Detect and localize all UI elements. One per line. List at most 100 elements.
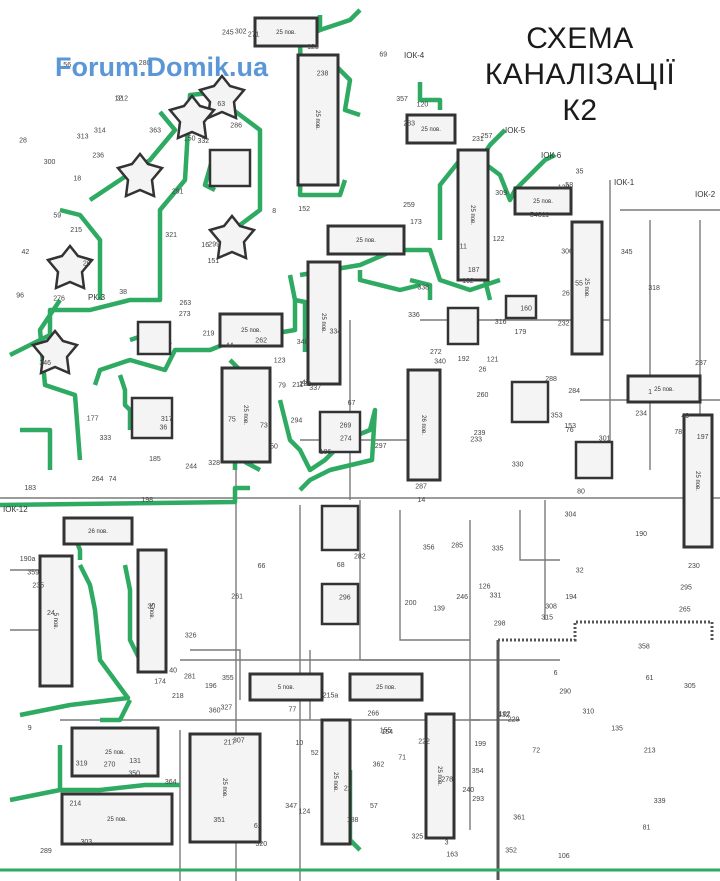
- well-number: 233: [470, 437, 482, 444]
- building-b06: [570, 220, 604, 356]
- well-number: 359: [27, 570, 39, 577]
- well-number: 1: [648, 389, 652, 396]
- well-number: 320: [256, 841, 268, 848]
- well-number: 353: [551, 413, 563, 420]
- well-number: 274: [340, 436, 352, 443]
- well-number: 160: [520, 305, 532, 312]
- well-number: 14: [418, 497, 426, 504]
- building-labels: 25 пов.25 пов.25 пов.25 пов.25 пов.25 по…: [52, 30, 700, 823]
- well-number: 339: [654, 798, 666, 805]
- well-number: 266: [368, 711, 380, 718]
- well-number: 40: [169, 667, 177, 674]
- well-number: 174: [154, 679, 166, 686]
- well-number: 352: [505, 847, 517, 854]
- well-number: 3: [445, 840, 449, 847]
- well-number: 299: [208, 242, 220, 249]
- well-number: 80: [577, 489, 585, 496]
- building-b03: [405, 113, 457, 145]
- well-number: 28: [19, 138, 27, 145]
- well-number: 273: [179, 311, 191, 318]
- manhole-label: ІОК-2: [695, 190, 716, 199]
- well-number: 301: [599, 436, 611, 443]
- well-number: 361: [513, 815, 525, 822]
- well-number: 296: [339, 594, 351, 601]
- well-number: 219: [203, 331, 215, 338]
- well-number: 55: [575, 281, 583, 288]
- well-number: 26: [479, 367, 487, 374]
- building-b02: [296, 53, 340, 187]
- well-number: 186: [320, 449, 332, 456]
- well-number: 62: [254, 823, 262, 830]
- well-number-labels: 1621631261311321601331731741351771792192…: [16, 29, 708, 860]
- building-label-b09: 25 пов.: [241, 328, 261, 334]
- well-number: 297: [375, 443, 387, 450]
- building-label-b03: 25 пов.: [421, 127, 441, 133]
- well-number: 313: [77, 134, 89, 141]
- well-number: 56: [63, 62, 71, 69]
- well-number: 36: [160, 425, 168, 432]
- well-number: 8: [272, 208, 276, 215]
- tower-outline-1: [115, 151, 165, 199]
- well-number: 155: [380, 728, 392, 735]
- well-number: 215: [70, 227, 82, 234]
- well-number: 354: [472, 768, 484, 775]
- well-number: 194: [565, 594, 577, 601]
- block-outline-9: [320, 582, 360, 626]
- well-number: 244: [185, 464, 197, 471]
- well-number: 81: [643, 825, 651, 832]
- building-b22: [188, 732, 262, 844]
- well-number: 363: [149, 127, 161, 134]
- well-number: 213: [644, 748, 656, 755]
- well-number: 78: [674, 429, 682, 436]
- well-number: 61: [646, 675, 654, 682]
- well-number: 240: [463, 787, 475, 794]
- well-number: 287: [415, 483, 427, 490]
- well-number: 355: [222, 675, 234, 682]
- well-number: 295: [680, 585, 692, 592]
- well-number: 265: [679, 607, 691, 614]
- well-number: 300: [44, 159, 56, 166]
- building-label-b12: 26 пов.: [420, 415, 426, 435]
- well-number: 183: [24, 485, 36, 492]
- building-b19: [424, 712, 456, 840]
- building-b18: [320, 718, 352, 846]
- building-b07: [326, 224, 406, 256]
- well-number: 153: [564, 423, 576, 430]
- well-number: 123: [274, 357, 286, 364]
- retaining-wall: [496, 620, 714, 880]
- building-label-b08: 25 пов.: [320, 313, 326, 333]
- building-label-b18: 25 пов.: [332, 772, 338, 792]
- well-number: 237: [695, 360, 707, 367]
- block-outline-2: [130, 396, 174, 440]
- well-number: 24: [47, 610, 55, 617]
- title-line-2: КАНАЛІЗАЦІЇ: [484, 58, 676, 91]
- well-number: 199: [474, 741, 486, 748]
- building-b21: [60, 792, 174, 846]
- building-label-b14: 5 пов.: [52, 613, 58, 630]
- well-number: 331: [490, 592, 502, 599]
- well-number: 325: [412, 833, 424, 840]
- block-outline-10: [504, 294, 538, 320]
- well-number: 235: [32, 582, 44, 589]
- building-label-b15: 5 пов.: [148, 603, 154, 620]
- well-number: 293: [472, 796, 484, 803]
- well-number: 261: [231, 594, 243, 601]
- well-number: 18: [73, 176, 81, 183]
- well-number: 307: [233, 737, 245, 744]
- well-number: 330: [512, 461, 524, 468]
- well-number: 75: [228, 416, 236, 423]
- well-number: 190а: [20, 556, 36, 563]
- well-number: 304: [565, 512, 577, 519]
- well-number: 152: [298, 206, 310, 213]
- well-number: 198: [141, 497, 153, 504]
- well-number: 179: [515, 329, 527, 336]
- well-number: 69: [379, 51, 387, 58]
- building-outlines: [30, 16, 714, 846]
- well-number: 351: [213, 817, 225, 824]
- well-number: 135: [611, 726, 623, 733]
- well-number: 121: [487, 357, 499, 364]
- well-number: 66: [258, 563, 266, 570]
- well-number: 316: [495, 319, 507, 326]
- building-b09: [218, 312, 284, 348]
